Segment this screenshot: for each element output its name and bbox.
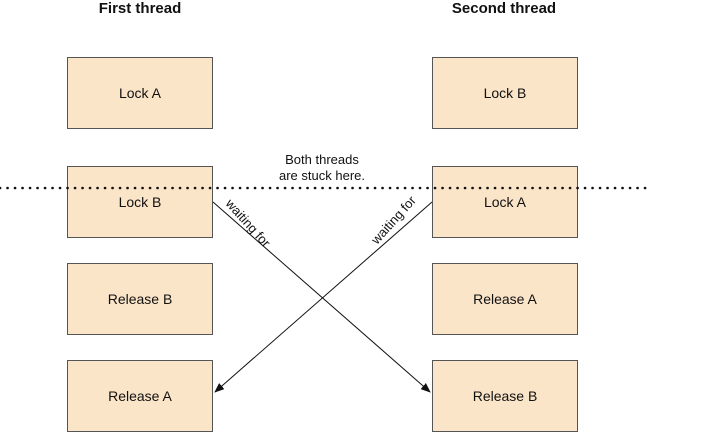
deadlock-note: Both threads are stuck here. [242, 152, 402, 184]
deadlock-note-line-2: are stuck here. [279, 168, 365, 183]
first-thread-step-lock-a: Lock A [67, 57, 213, 129]
second-thread-step-release-b: Release B [432, 360, 578, 432]
deadlock-note-line-1: Both threads [285, 152, 359, 167]
first-thread-waiting-label: waiting for [222, 195, 274, 250]
second-thread-step-lock-b: Lock B [432, 57, 578, 129]
second-thread-title: Second thread [451, 0, 557, 17]
second-thread-wait-arrow [214, 201, 433, 393]
first-thread-step-lock-b: Lock B [67, 166, 213, 238]
second-thread-step-release-a: Release A [432, 263, 578, 335]
first-thread-wait-arrow [212, 201, 431, 393]
first-thread-title: First thread [98, 0, 182, 17]
second-thread-step-lock-a: Lock A [432, 166, 578, 238]
first-thread-step-release-a: Release A [67, 360, 213, 432]
first-thread-step-release-b: Release B [67, 263, 213, 335]
second-thread-waiting-label: waiting for [367, 192, 419, 247]
